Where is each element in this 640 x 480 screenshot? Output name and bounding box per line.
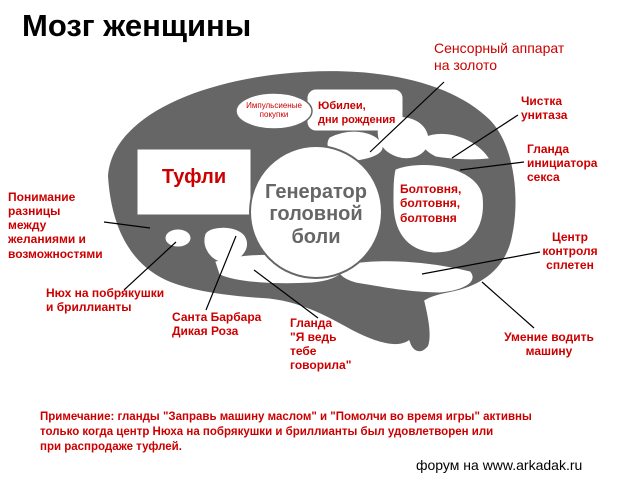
region-shoes [137,149,251,215]
region-sensory [377,116,429,159]
line-gossip [421,251,541,275]
label-gossip: Центр контроля сплетен [542,230,598,273]
region-headache-label: Генератор головной боли [265,181,367,248]
line-driving [481,281,535,329]
label-understanding: Понимание разницы между желаниями и возм… [8,190,103,261]
region-anniv [307,89,403,131]
footnote: Примечание: гланды "Заправь машину масло… [40,411,532,453]
region-bottom [339,261,473,293]
region-chatter-label: Болтовня, болтовня, болтовня [400,182,462,225]
region-nose-spot [165,229,191,247]
brain-stem [392,296,430,352]
label-told-you: Гланда "Я ведь тебе говорила" [290,316,352,373]
line-gland-sex [459,161,525,171]
label-sensory: Сенсорный аппарат на золото [434,40,565,73]
label-santa: Санта Барбара Дикая Роза [172,310,262,339]
line-understanding [103,221,151,229]
headache-outline [249,145,383,279]
region-chatter [393,165,483,253]
label-driving: Умение водить машину [504,330,594,359]
label-toilet: Чистка унитаза [521,94,568,123]
page-title: Мозг женщины [22,8,252,43]
line-santa [205,235,237,311]
region-anniv-label: Юбилеи, дни рождения [318,100,396,127]
line-sensory [369,81,445,153]
region-right-top [422,133,489,160]
line-told-you [253,269,319,319]
region-shoes-label: Туфли [161,166,227,188]
line-sniff [123,241,177,291]
footer-credit: форум на www.arkadak.ru [416,457,583,473]
label-sniff: Нюх на побрякушки и бриллианты [46,286,165,315]
label-gland-sex: Гланда инициатора секса [527,142,598,185]
line-toilet [451,114,519,159]
impulse-outline [235,92,313,130]
region-impulse-label: Импульсиеные покупки [246,101,302,120]
